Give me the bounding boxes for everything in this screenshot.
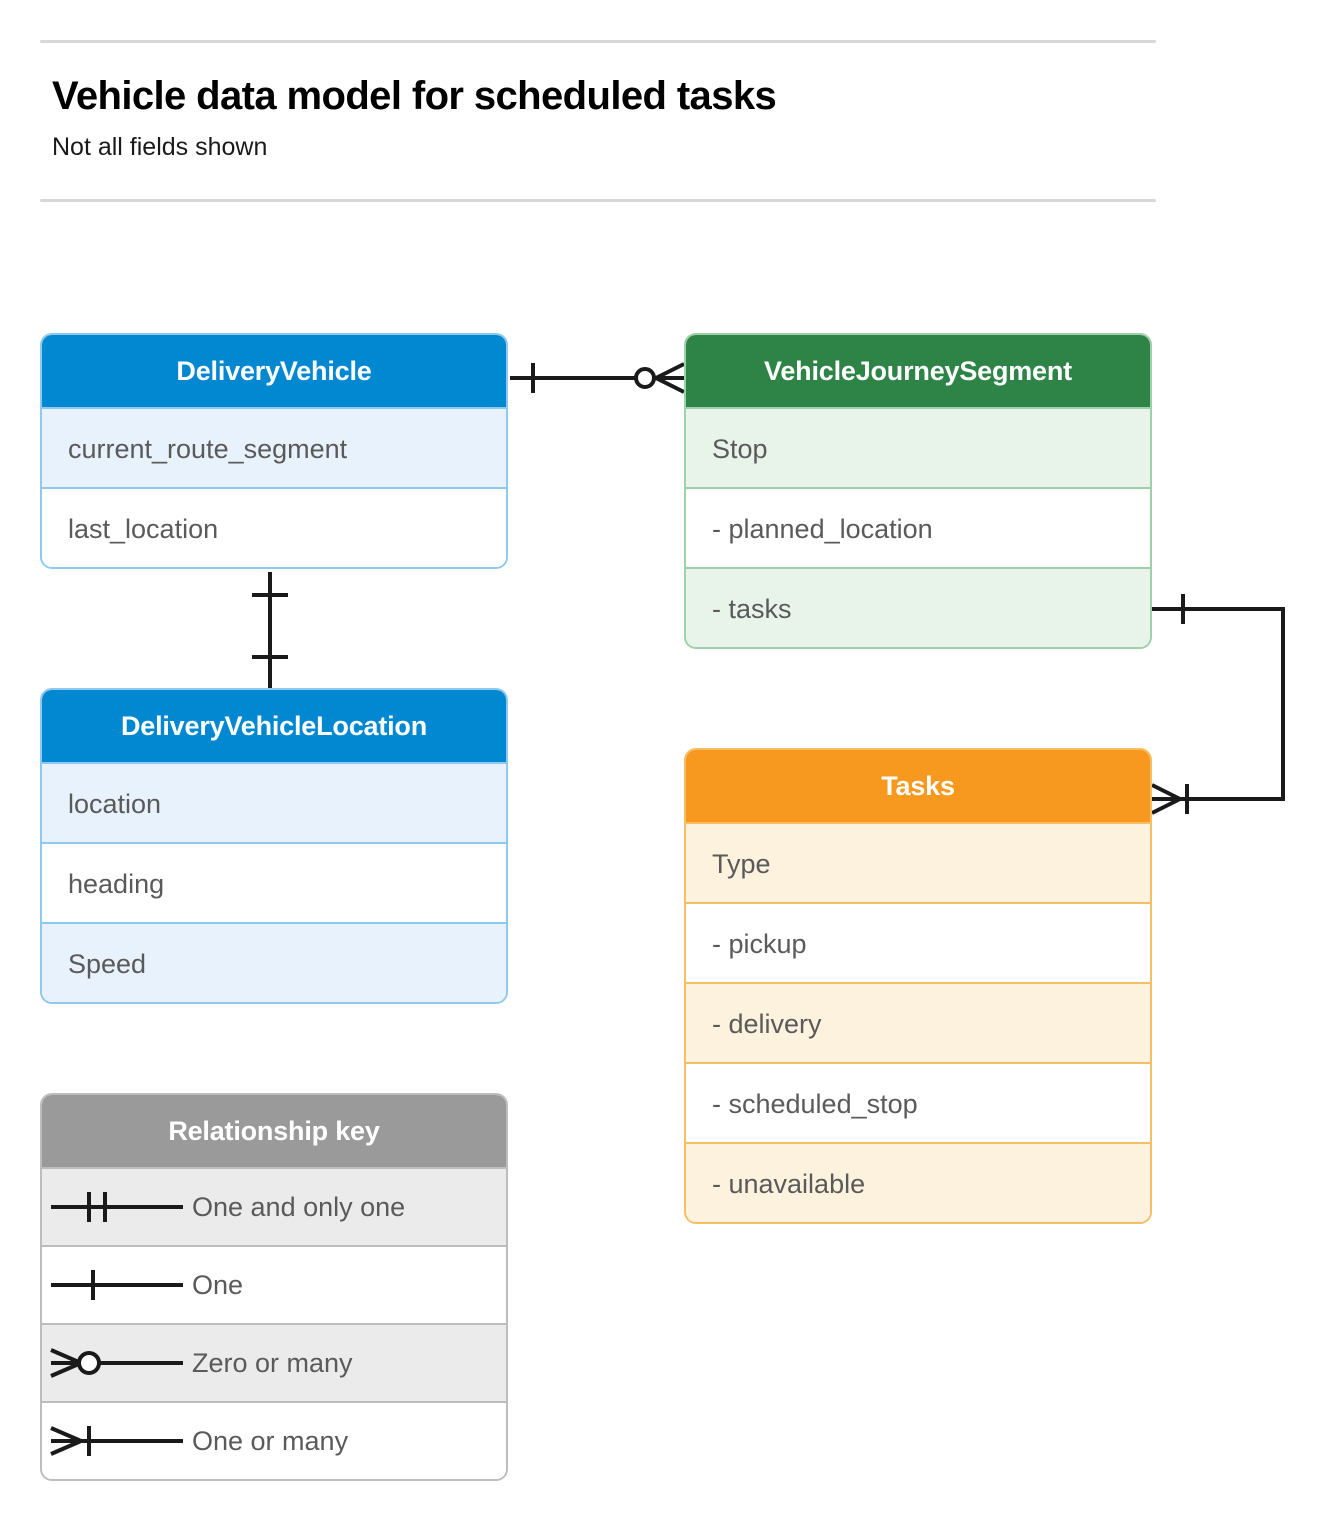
page-title: Vehicle data model for scheduled tasks	[52, 74, 777, 118]
connector-tasks-elbow	[1152, 607, 1285, 801]
entity-field-row: - delivery	[686, 982, 1150, 1062]
legend-label: One and only one	[192, 1191, 406, 1222]
entity-field-row: - planned_location	[686, 487, 1150, 567]
connector-tasks-crowfoot-lower	[1151, 797, 1181, 815]
header-rule-bottom	[40, 199, 1156, 202]
entity-field-row: last_location	[42, 487, 506, 567]
entity-field-row: Type	[686, 822, 1150, 902]
header-rule-top	[40, 40, 1156, 43]
one-icon	[42, 1247, 192, 1323]
entity-title-delivery-vehicle: DeliveryVehicle	[42, 335, 506, 407]
legend-title: Relationship key	[42, 1095, 506, 1167]
connector-zero-circle	[634, 367, 656, 389]
legend-item-one-or-many: One or many	[42, 1401, 506, 1479]
connector-crowfoot-lower	[655, 376, 685, 394]
entity-field-row: - scheduled_stop	[686, 1062, 1150, 1142]
legend-label: Zero or many	[192, 1347, 353, 1378]
entity-title-vehicle-journey-segment: VehicleJourneySegment	[686, 335, 1150, 407]
zero-or-many-icon	[42, 1325, 192, 1401]
legend-label: One	[192, 1269, 244, 1300]
one-and-only-one-icon	[42, 1169, 192, 1245]
entity-tasks[interactable]: Tasks Type - pickup - delivery - schedul…	[684, 748, 1152, 1224]
entity-field-row: - pickup	[686, 902, 1150, 982]
legend-item-one-and-only-one: One and only one	[42, 1167, 506, 1245]
entity-delivery-vehicle[interactable]: DeliveryVehicle current_route_segment la…	[40, 333, 508, 569]
entity-delivery-vehicle-location[interactable]: DeliveryVehicleLocation location heading…	[40, 688, 508, 1004]
connector-tasks-crowfoot-upper	[1151, 783, 1181, 801]
entity-field-row: Speed	[42, 922, 506, 1002]
legend-item-one: One	[42, 1245, 506, 1323]
entity-field-row: - unavailable	[686, 1142, 1150, 1222]
one-or-many-icon	[42, 1403, 192, 1479]
relationship-key-legend[interactable]: Relationship key One and only one One	[40, 1093, 508, 1481]
page-subtitle: Not all fields shown	[52, 133, 268, 161]
entity-field-row: current_route_segment	[42, 407, 506, 487]
entity-field-row: location	[42, 762, 506, 842]
entity-field-row: - tasks	[686, 567, 1150, 647]
legend-label: One or many	[192, 1425, 349, 1456]
legend-item-zero-or-many: Zero or many	[42, 1323, 506, 1401]
entity-field-row: Stop	[686, 407, 1150, 487]
entity-title-tasks: Tasks	[686, 750, 1150, 822]
connector-crowfoot-upper	[655, 362, 685, 380]
entity-vehicle-journey-segment[interactable]: VehicleJourneySegment Stop - planned_loc…	[684, 333, 1152, 649]
entity-title-delivery-vehicle-location: DeliveryVehicleLocation	[42, 690, 506, 762]
entity-field-row: heading	[42, 842, 506, 922]
